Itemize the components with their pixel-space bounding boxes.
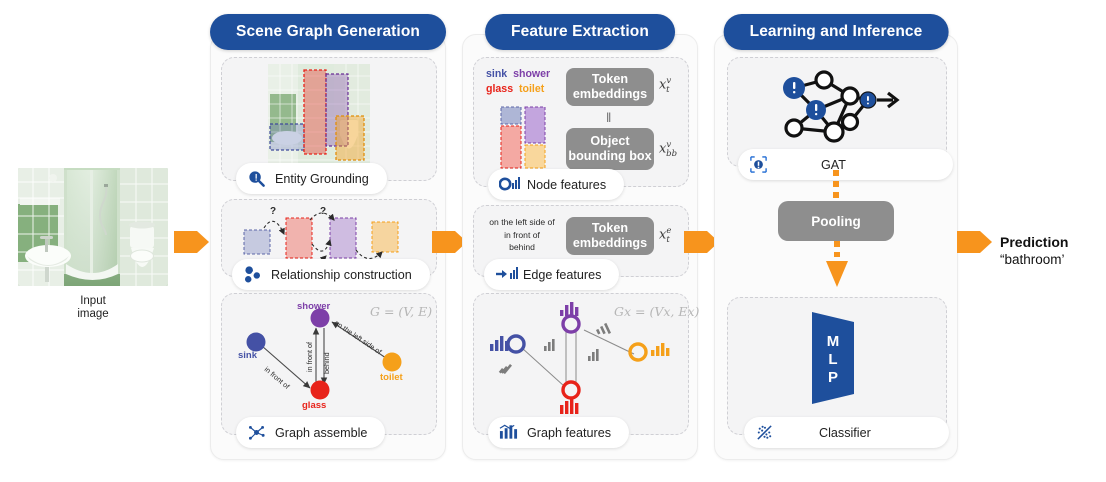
circle-bars-icon — [499, 175, 520, 194]
card-graph-assemble: sink shower glass toilet in front of in … — [221, 293, 437, 448]
card-gat: GAT — [727, 57, 953, 180]
svg-text:behind: behind — [322, 352, 331, 374]
pill-classifier[interactable]: Classifier — [744, 417, 949, 448]
node-token-embeddings-box: Token embeddings — [566, 68, 654, 106]
card-classifier: M L P Clas — [727, 297, 949, 448]
svg-text:sink: sink — [238, 350, 258, 361]
svg-text:?: ? — [252, 271, 256, 278]
pill-entity-grounding[interactable]: Entity Grounding — [236, 163, 387, 194]
pill-gat[interactable]: GAT — [738, 149, 953, 180]
mlp-shape: M L P — [802, 308, 864, 413]
panel-title-feature-extraction: Feature Extraction — [485, 14, 675, 50]
pill-graph-features[interactable]: Graph features — [488, 417, 630, 448]
prediction-value: “bathroom’ — [1000, 252, 1065, 267]
word-toilet: toilet — [518, 83, 545, 95]
word-sink: sink — [486, 68, 508, 80]
gat-graphic — [772, 66, 902, 157]
connector-gat-to-pooling — [829, 169, 843, 204]
pooling-box: Pooling — [778, 201, 894, 241]
word-glass: glass — [486, 83, 514, 95]
panel-title-scene-graph-generation: Scene Graph Generation — [210, 14, 446, 50]
svg-text:?: ? — [320, 206, 326, 217]
pill-relationship-construction[interactable]: ? Relationship construction — [232, 259, 430, 290]
relationship-nodes-icon: ? — [243, 265, 262, 284]
input-image-caption: Input image — [77, 295, 109, 320]
graph-features-graphic — [480, 300, 682, 423]
card-node-features: sink shower glass toilet Token embedding… — [473, 57, 689, 200]
edge-token-embeddings-box: Token embeddings — [566, 217, 654, 255]
panel-learning-and-inference: Learning and Inference — [714, 14, 958, 460]
pill-label-relationship-construction: Relationship construction — [271, 267, 412, 282]
pill-label-node-features: Node features — [527, 177, 607, 192]
relation-1: in front of — [504, 229, 540, 240]
scatter-split-icon — [755, 423, 774, 442]
prediction-title: Prediction — [1000, 234, 1069, 250]
arrow-input-to-sgg — [172, 224, 209, 260]
card-graph-features: Gx = (Vx, Ex) Graph features — [473, 293, 699, 448]
svg-text:toilet: toilet — [380, 372, 404, 383]
panel-feature-extraction: Feature Extraction sink shower glass toi… — [462, 14, 699, 460]
panel-scene-graph-generation: Scene Graph Generation — [210, 14, 446, 460]
svg-text:shower: shower — [297, 301, 331, 312]
edge-relation-words: on the left side of in front of behind — [482, 216, 562, 254]
panel-title-learning-and-inference: Learning and Inference — [723, 14, 949, 50]
arrow-sgg-to-feature — [430, 224, 467, 260]
magnifier-icon — [247, 169, 266, 188]
svg-text:in front of: in front of — [305, 342, 314, 372]
svg-text:P: P — [828, 369, 838, 386]
svg-text:M: M — [827, 333, 840, 350]
graph-star-icon — [247, 423, 266, 442]
input-image-block: Input image — [18, 168, 168, 321]
arrow-feature-to-learning — [682, 224, 719, 260]
bars-chart-icon — [499, 423, 518, 442]
node-bbox-swatches — [500, 106, 552, 175]
svg-text:?: ? — [270, 206, 276, 217]
relationship-construction-graphic: ? ? ? ? — [230, 204, 428, 277]
relation-2: behind — [509, 242, 535, 252]
pill-edge-features[interactable]: Edge features — [484, 259, 620, 290]
pill-label-entity-grounding: Entity Grounding — [275, 171, 369, 186]
svg-text:glass: glass — [302, 400, 326, 411]
pill-label-graph-features: Graph features — [527, 425, 612, 440]
svg-text:L: L — [828, 351, 837, 368]
scene-graph-graphic: sink shower glass toilet in front of in … — [228, 298, 430, 421]
graph-attention-icon — [749, 155, 768, 174]
edge-token-math: xet — [659, 226, 672, 245]
graph-features-notation: Gx = (Vx, Ex) — [614, 304, 700, 319]
pill-node-features[interactable]: Node features — [488, 169, 625, 200]
card-edge-features: on the left side of in front of behind T… — [473, 205, 689, 290]
concat-symbol: ‖ — [606, 110, 612, 125]
pill-label-edge-features: Edge features — [523, 267, 602, 282]
node-entity-words: sink shower glass toilet — [486, 67, 550, 97]
word-shower: shower — [513, 68, 551, 80]
node-bbox-math: xvbb — [659, 140, 678, 159]
relation-0: on the left side of — [489, 217, 555, 227]
arrow-learning-to-prediction — [955, 224, 992, 260]
svg-text:on the left side of: on the left side of — [333, 318, 383, 356]
pill-label-gat: GAT — [821, 157, 846, 172]
prediction-output: Prediction “bathroom’ — [1000, 234, 1068, 269]
card-entity-grounding: Entity Grounding — [221, 57, 437, 194]
node-bounding-box-box: Object bounding box — [566, 128, 654, 170]
card-relationship-construction: ? ? ? ? ? Relationship construc — [221, 199, 437, 290]
arrow-bars-icon — [495, 265, 518, 284]
scene-graph-notation: G = (V, E) — [370, 304, 433, 319]
input-bathroom-photo — [18, 168, 168, 286]
pill-label-classifier: Classifier — [819, 425, 871, 440]
connector-pooling-to-classifier — [823, 241, 851, 304]
pill-graph-assemble[interactable]: Graph assemble — [236, 417, 386, 448]
entity-grounding-image — [268, 64, 370, 169]
pill-label-graph-assemble: Graph assemble — [275, 425, 368, 440]
node-token-math: xvt — [659, 76, 672, 95]
